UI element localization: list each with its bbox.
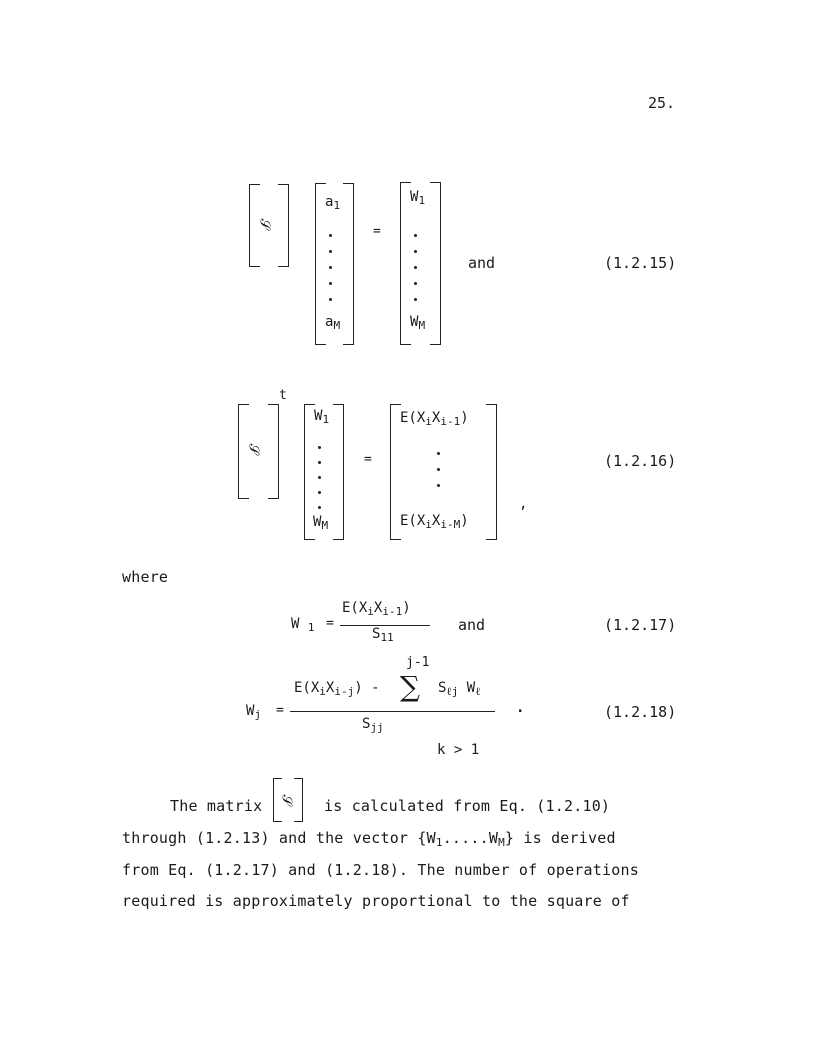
ellipsis-dot (329, 250, 332, 253)
ellipsis-dot (414, 266, 417, 269)
ellipsis-dot (414, 250, 417, 253)
fraction-denominator: S11 (372, 626, 394, 644)
vector-w-bottom: WM (410, 314, 426, 332)
inline-matrix-left-bracket (273, 778, 282, 822)
ellipsis-dot (437, 452, 440, 455)
vector-e-bottom: E(XiXi-M) (400, 513, 469, 531)
matrix-left-bracket (238, 404, 249, 499)
fraction-numerator: E(XiXi-1) (342, 600, 411, 618)
transpose-superscript: t (279, 388, 287, 403)
ellipsis-dot (329, 282, 332, 285)
equation-number: (1.2.18) (604, 703, 677, 721)
vector-w-bottom: WM (313, 514, 329, 532)
ellipsis-dot (318, 506, 321, 509)
equation-number: (1.2.16) (604, 452, 677, 470)
vector-a-right-bracket (343, 183, 354, 345)
ellipsis-dot (437, 468, 440, 471)
equals-sign: = (373, 224, 381, 239)
page-number: 25. (648, 94, 676, 112)
equals-sign: = (276, 703, 284, 718)
ellipsis-dot (437, 484, 440, 487)
fraction-numerator: E(XiXi-j) - (294, 680, 380, 698)
matrix-left-bracket (249, 184, 260, 267)
equals-sign: = (364, 452, 372, 467)
vector-e-top: E(XiXi-1) (400, 410, 469, 428)
trailing-period: . (516, 700, 525, 716)
vector-w-top: W1 (314, 408, 330, 426)
fraction-bar (290, 711, 495, 713)
matrix-s-symbol: 𝒮 (245, 443, 262, 455)
lhs-wj: Wj (246, 703, 262, 721)
ellipsis-dot (329, 266, 332, 269)
vector-w-right-bracket (430, 182, 441, 345)
matrix-right-bracket (268, 404, 279, 499)
vector-w-inline: {W1.....WM} (417, 829, 515, 849)
equals-sign: = (326, 616, 334, 631)
vector-a-left-bracket (315, 183, 326, 345)
vector-e-left-bracket (390, 404, 401, 540)
paragraph-line-2: through (1.2.13) and the vector {W1.....… (122, 829, 616, 849)
connector-and: and (468, 254, 496, 272)
matrix-s-symbol: 𝒮 (256, 218, 273, 230)
ellipsis-dot (318, 461, 321, 464)
sum-upper-limit: j-1 (406, 655, 430, 670)
equation-number: (1.2.17) (604, 616, 677, 634)
ellipsis-dot (414, 298, 417, 301)
paragraph-line-4: required is approximately proportional t… (122, 892, 630, 910)
condition: k > 1 (437, 742, 480, 758)
fraction-bar (340, 625, 430, 627)
where-label: where (122, 568, 169, 586)
paragraph-line-3: from Eq. (1.2.17) and (1.2.18). The numb… (122, 861, 639, 879)
paragraph-line-1-pre: The matrix (170, 797, 263, 815)
ellipsis-dot (414, 282, 417, 285)
vector-e-right-bracket (486, 404, 497, 540)
equation-number: (1.2.15) (604, 254, 677, 272)
summation-sign: ∑ (400, 670, 420, 703)
vector-a-top: a1 (325, 194, 341, 212)
trailing-comma: , (519, 496, 528, 512)
vector-w-left-bracket (400, 182, 411, 345)
vector-w-top: W1 (410, 189, 426, 207)
vector-a-bottom: aM (325, 314, 341, 332)
lhs-w1: W 1 (291, 616, 315, 634)
ellipsis-dot (329, 234, 332, 237)
vector-w-right-bracket (333, 404, 344, 540)
ellipsis-dot (318, 491, 321, 494)
inline-matrix-right-bracket (294, 778, 303, 822)
fraction-denominator: Sjj (362, 716, 384, 734)
ellipsis-dot (318, 446, 321, 449)
sum-term: Sℓj Wℓ (438, 680, 481, 698)
inline-matrix-symbol: 𝒮 (278, 794, 295, 806)
ellipsis-dot (329, 298, 332, 301)
paragraph-line-1-post: is calculated from Eq. (1.2.10) (324, 797, 611, 815)
connector-and: and (458, 616, 486, 634)
matrix-right-bracket (278, 184, 289, 267)
ellipsis-dot (414, 234, 417, 237)
ellipsis-dot (318, 476, 321, 479)
vector-w-left-bracket (304, 404, 315, 540)
